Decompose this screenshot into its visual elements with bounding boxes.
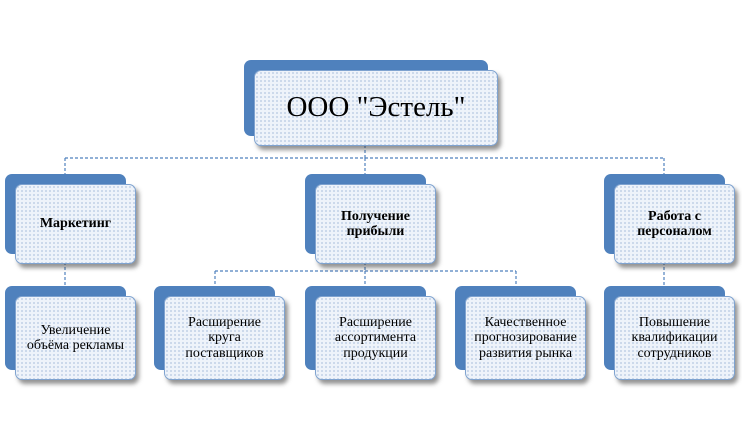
leaf-training-front: Повышение квалификации сотрудников <box>614 296 735 380</box>
leaf-forecast-front: Качественное прогнозирование развития ры… <box>465 296 586 380</box>
leaf-training-label: Повышение квалификации сотрудников <box>631 314 718 361</box>
branch-marketing-label: Маркетинг <box>39 216 112 232</box>
leaf-training: Повышение квалификации сотрудников <box>604 286 735 380</box>
branch-profit: Получение прибыли <box>305 174 436 264</box>
leaf-assortment-front: Расширение ассортимента продукции <box>315 296 436 380</box>
leaf-suppliers-front: Расширение круга поставщиков <box>164 296 285 380</box>
leaf-advertising-label: Увеличение объёма рекламы <box>26 322 125 353</box>
root-node-front: ООО "Эстель" <box>254 70 498 146</box>
branch-profit-label: Получение прибыли <box>340 208 410 239</box>
branch-personnel-label: Работа с персоналом <box>637 208 712 239</box>
branch-personnel-front: Работа с персоналом <box>614 184 735 264</box>
branch-marketing-front: Маркетинг <box>15 184 136 264</box>
leaf-suppliers: Расширение круга поставщиков <box>154 286 285 380</box>
leaf-forecast-label: Качественное прогнозирование развития ры… <box>474 314 577 361</box>
leaf-suppliers-label: Расширение круга поставщиков <box>185 314 264 361</box>
leaf-assortment: Расширение ассортимента продукции <box>305 286 436 380</box>
root-label: ООО "Эстель" <box>286 91 466 124</box>
leaf-advertising: Увеличение объёма рекламы <box>5 286 136 380</box>
leaf-forecast: Качественное прогнозирование развития ры… <box>455 286 586 380</box>
root-node: ООО "Эстель" <box>244 60 498 146</box>
leaf-advertising-front: Увеличение объёма рекламы <box>15 296 136 380</box>
branch-profit-front: Получение прибыли <box>315 184 436 264</box>
branch-marketing: Маркетинг <box>5 174 136 264</box>
branch-personnel: Работа с персоналом <box>604 174 735 264</box>
leaf-assortment-label: Расширение ассортимента продукции <box>334 314 417 361</box>
